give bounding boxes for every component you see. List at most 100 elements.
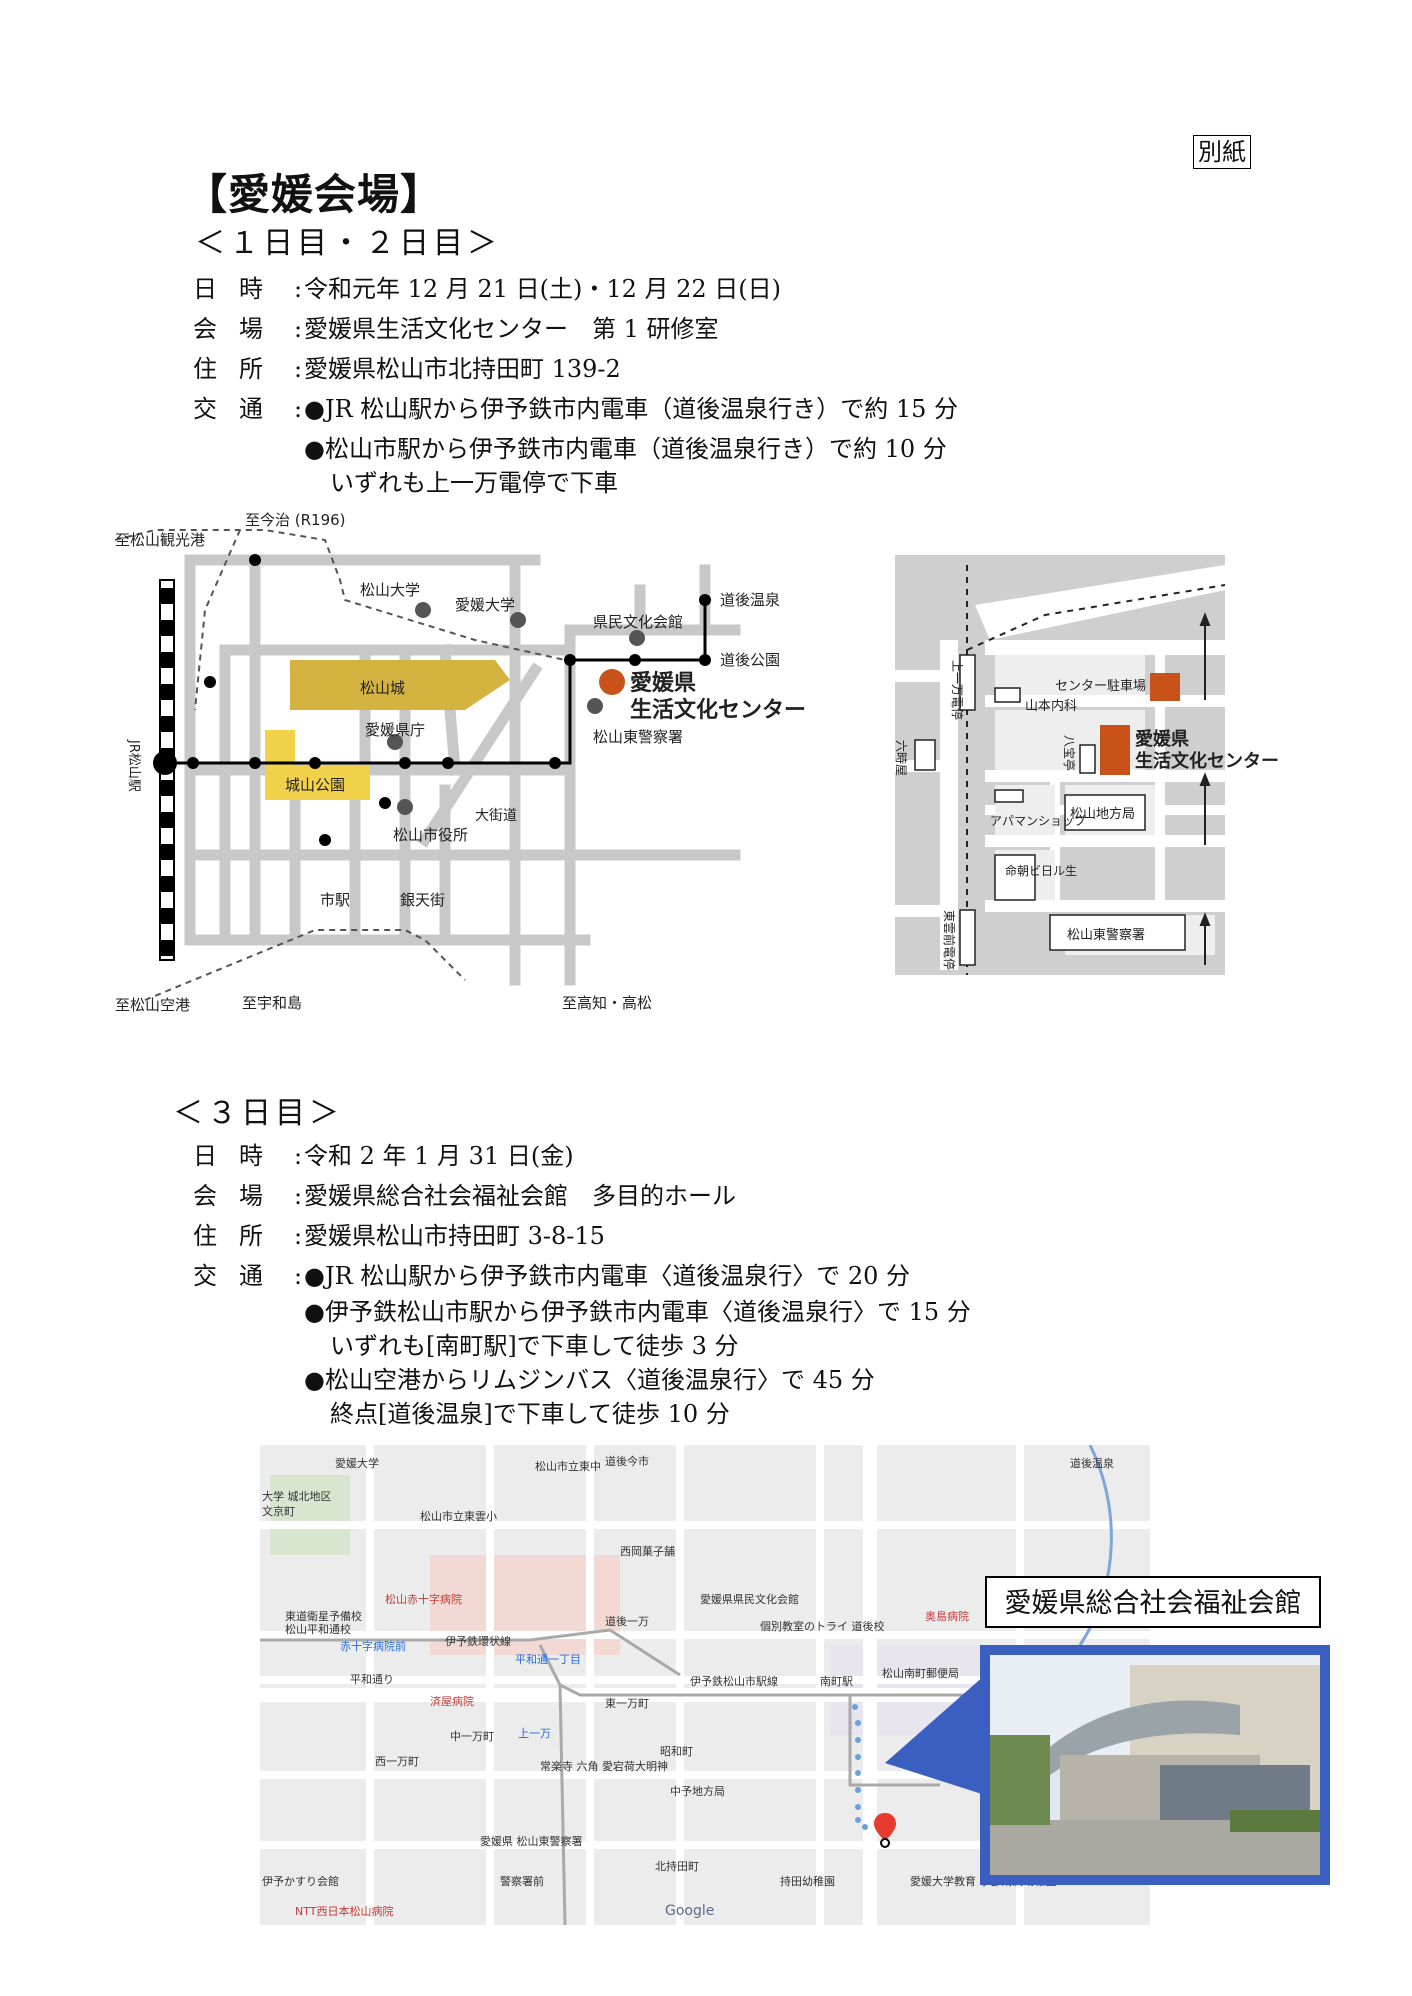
label-okaido: 大街道 [475, 808, 517, 824]
map-label: 奥島病院 [925, 1609, 969, 1623]
map-label: 警察署前 [500, 1874, 544, 1888]
map-label: NTT西日本松山病院 [295, 1904, 393, 1918]
map-label: 南町駅 [820, 1675, 853, 1688]
map-label: 赤十字病院前 [340, 1639, 406, 1653]
map-label: 平和通一丁目 [515, 1653, 581, 1666]
day3-heading: ＜３日目＞ [173, 1096, 343, 1131]
destination-pin-icon [874, 1813, 896, 1841]
label-center-2: 生活文化センター [630, 697, 806, 723]
label-city-hall: 松山市役所 [393, 826, 468, 844]
label-dogo-park: 道後公園 [720, 651, 780, 669]
map-label: 上一万 [518, 1727, 551, 1740]
detail-map: センター駐車場 山本内科 松山地方局 松山東警察署 アパマンショップ 命朝ビ日ル… [895, 555, 1279, 975]
label-ehime-univ: 愛媛大学 [455, 596, 515, 614]
row-text: ●JR 松山駅から伊予鉄市内電車〈道後温泉行〉で 20 分 [304, 1262, 911, 1290]
row-text: 令和元年 12 月 21 日(土)・12 月 22 日(日) [304, 275, 782, 303]
map-label: 道後一万 [605, 1614, 649, 1628]
label-police2: 松山東警察署 [1067, 927, 1145, 943]
label-jr-station: JR松山駅 [126, 739, 141, 792]
label-meiji: 命朝ビ日ル生 [1005, 863, 1077, 878]
map-label: 伊予かすり会館 [262, 1874, 339, 1888]
extra-line: ●松山空港からリムジンバス〈道後温泉行〉で 45 分 [304, 1366, 875, 1394]
map-label: 個別教室のトライ 道後校 [760, 1619, 885, 1633]
label-gintengai: 銀天街 [400, 891, 445, 909]
map-label: 西一万町 [375, 1755, 419, 1768]
building-photo [980, 1645, 1330, 1885]
label-matsuyama-univ: 松山大学 [360, 581, 420, 599]
callout-label: 愛媛県総合社会福祉会館 [985, 1576, 1321, 1628]
map-label: 済屋病院 [430, 1694, 474, 1708]
day12-info: 日時:令和元年 12 月 21 日(土)・12 月 22 日(日) 会場:愛媛県… [193, 275, 959, 497]
row-text: 令和 2 年 1 月 31 日(金) [304, 1142, 574, 1170]
row-label: 住所 [193, 355, 285, 383]
row-label: 日時 [193, 275, 285, 303]
label-to-airport: 至松山空港 [115, 996, 190, 1014]
map-label: 松山南町郵便局 [882, 1666, 959, 1680]
map-label: 道後今市 [605, 1454, 649, 1468]
label-shieki: 市駅 [320, 891, 350, 909]
label-apaman: アパマンショップ [990, 814, 1086, 828]
map-label: 西岡菓子舗 [620, 1544, 675, 1558]
label-castle: 松山城 [360, 679, 405, 697]
extra-line: ●松山市駅から伊予鉄市内電車（道後温泉行き）で約 10 分 [304, 435, 947, 463]
label-kenmin: 県民文化会館 [593, 613, 683, 631]
map-label: 伊予鉄環状線 [445, 1634, 511, 1648]
attachment-badge: 別紙 [1193, 135, 1251, 169]
row-label: 日時 [193, 1142, 285, 1170]
map-label: 伊予鉄松山市駅線 [690, 1674, 778, 1688]
label-yamamoto: 山本内科 [1025, 698, 1077, 714]
extra-line: 終点[道後温泉]で下車して徒歩 10 分 [330, 1400, 730, 1428]
label-parking: センター駐車場 [1055, 679, 1146, 694]
row-label: 会場 [193, 315, 285, 343]
map-label: 東道衛星予備校 [285, 1609, 362, 1623]
map-label: 北持田町 [655, 1859, 699, 1873]
row-label: 交通 [193, 395, 285, 423]
label-center-1: 愛媛県 [630, 670, 696, 696]
row-text: 愛媛県生活文化センター 第 1 研修室 [304, 315, 719, 343]
label-to-kochi: 至高知・高松 [562, 994, 652, 1012]
map-label: 中一万町 [450, 1730, 494, 1743]
label-center2-1: 愛媛県 [1135, 728, 1189, 750]
label-police: 松山東警察署 [593, 728, 683, 746]
map-label: 東一万町 [605, 1697, 649, 1710]
map-label: 大学 城北地区 [262, 1489, 332, 1503]
label-dogo-onsen: 道後温泉 [720, 591, 780, 609]
map-label: 愛媛県県民文化会館 [700, 1592, 799, 1606]
map-label: Google [665, 1903, 714, 1919]
venue-title: 【愛媛会場】 [185, 170, 444, 219]
map-label: 文京町 [262, 1504, 295, 1518]
row-text: ●JR 松山駅から伊予鉄市内電車（道後温泉行き）で約 15 分 [304, 395, 959, 423]
map-label: 愛媛県 松山東警察署 [480, 1834, 583, 1848]
row-text: 愛媛県総合社会福祉会館 多目的ホール [304, 1182, 736, 1210]
row-label: 住所 [193, 1222, 285, 1250]
label-castle-park: 城山公園 [285, 776, 345, 794]
label-higashiun: 東雲前電停 [942, 910, 957, 970]
row-text: 愛媛県松山市北持田町 139-2 [304, 355, 621, 383]
row-text: 愛媛県松山市持田町 3-8-15 [304, 1222, 605, 1250]
map-label: 松山市立東雲小 [420, 1509, 497, 1523]
area-map: 至松山観光港 至今治 (R196) 松山大学 愛媛大学 県民文化会館 道後温泉 … [115, 511, 806, 1014]
map-label: 松山赤十字病院 [385, 1592, 462, 1606]
label-to-kanko: 至松山観光港 [115, 531, 205, 549]
map-label: 中予地方局 [670, 1784, 725, 1798]
map-label: 愛媛大学 [335, 1456, 379, 1470]
extra-line: いずれも[南町駅]で下車して徒歩 3 分 [330, 1332, 739, 1360]
label-kamiichiman: 上一万電停 [950, 660, 965, 720]
label-to-imabari: 至今治 (R196) [245, 511, 346, 529]
map-label: 持田幼稚園 [780, 1874, 835, 1888]
map-label: 松山平和通校 [285, 1622, 351, 1636]
row-label: 交通 [193, 1262, 285, 1290]
extra-line: いずれも上一万電停で下車 [330, 469, 618, 497]
map-label: 常楽寺 六角 愛宕荷大明神 [540, 1759, 668, 1773]
map-label: 昭和町 [660, 1745, 693, 1758]
day12-heading: ＜１日目・２日目＞ [195, 226, 501, 261]
label-hachihoutei: 八宝亭 [1062, 735, 1077, 771]
row-label: 会場 [193, 1182, 285, 1210]
callout-pointer [885, 1675, 985, 1795]
extra-line: ●伊予鉄松山市駅から伊予鉄市内電車〈道後温泉行〉で 15 分 [304, 1298, 971, 1326]
label-to-uwajima: 至宇和島 [242, 994, 302, 1012]
label-center2-2: 生活文化センター [1135, 750, 1279, 772]
map-label: 松山市立東中 [535, 1459, 601, 1473]
label-chihoukyoku: 松山地方局 [1070, 806, 1135, 822]
map-label: 道後温泉 [1070, 1456, 1114, 1470]
